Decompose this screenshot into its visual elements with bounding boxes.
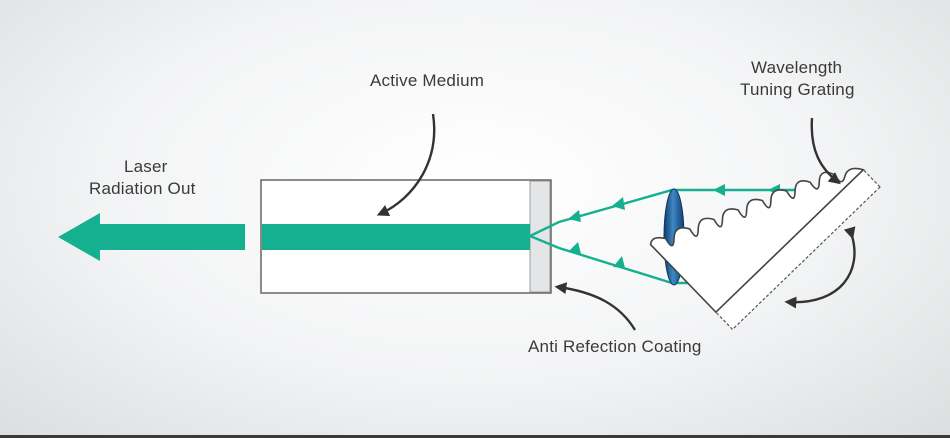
laser-label-line1: Laser <box>124 157 168 176</box>
grating-pointer <box>810 117 841 185</box>
grating-label-line1: Wavelength <box>751 58 843 77</box>
active-medium-box <box>260 179 552 294</box>
laser-label-line2: Radiation Out <box>89 179 196 198</box>
coating-label: Anti Refection Coating <box>528 337 702 356</box>
rotation-arrow <box>784 226 856 309</box>
coating-pointer <box>554 282 637 331</box>
active-medium-pointer <box>376 113 436 216</box>
pointer-arrows <box>376 113 856 331</box>
output-arrow <box>58 213 245 261</box>
grating-label-line2: Tuning Grating <box>740 80 855 99</box>
tuning-grating <box>649 167 881 331</box>
gain-beam <box>262 224 530 250</box>
active-medium-label: Active Medium <box>370 71 485 90</box>
